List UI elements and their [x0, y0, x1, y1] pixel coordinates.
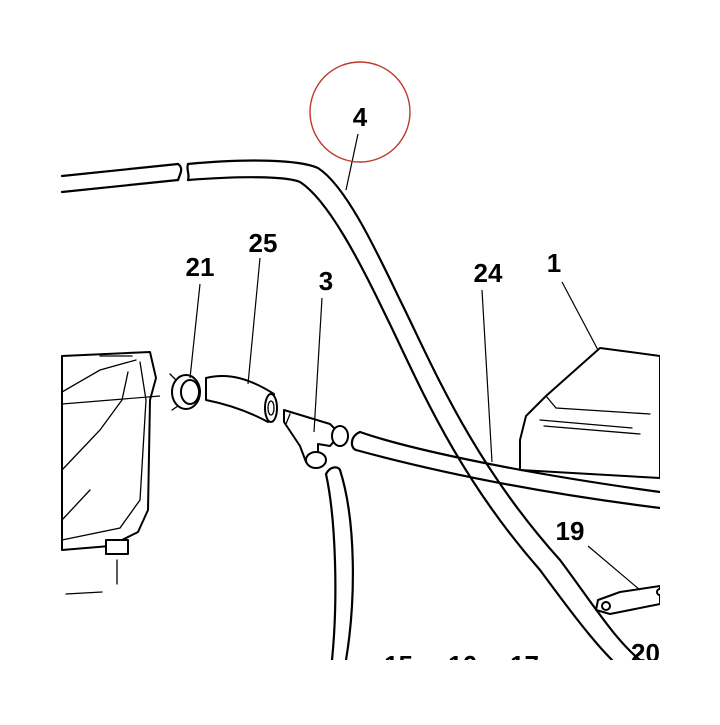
hose-25: [205, 374, 278, 423]
bracket-19: [595, 585, 664, 615]
callout-19: 19: [556, 516, 585, 546]
hose-24: [350, 430, 662, 510]
hose-down: [324, 466, 354, 662]
clamp-21: [169, 373, 201, 411]
leader-lines: [61, 133, 641, 591]
washer-bottle: [519, 347, 661, 479]
callout-25: 25: [249, 228, 278, 258]
right-crop: [660, 0, 720, 640]
callout-3: 3: [319, 266, 333, 296]
reservoir-tank: [61, 351, 157, 595]
callout-24: 24: [474, 258, 503, 288]
callout-4: 4: [353, 102, 368, 132]
bottom-crop: [0, 660, 720, 720]
tee-connector-3: [283, 409, 349, 469]
hose-4: [60, 159, 642, 662]
highlight-circle: [309, 61, 411, 163]
callout-21: 21: [186, 252, 215, 282]
callout-1: 1: [547, 248, 561, 278]
